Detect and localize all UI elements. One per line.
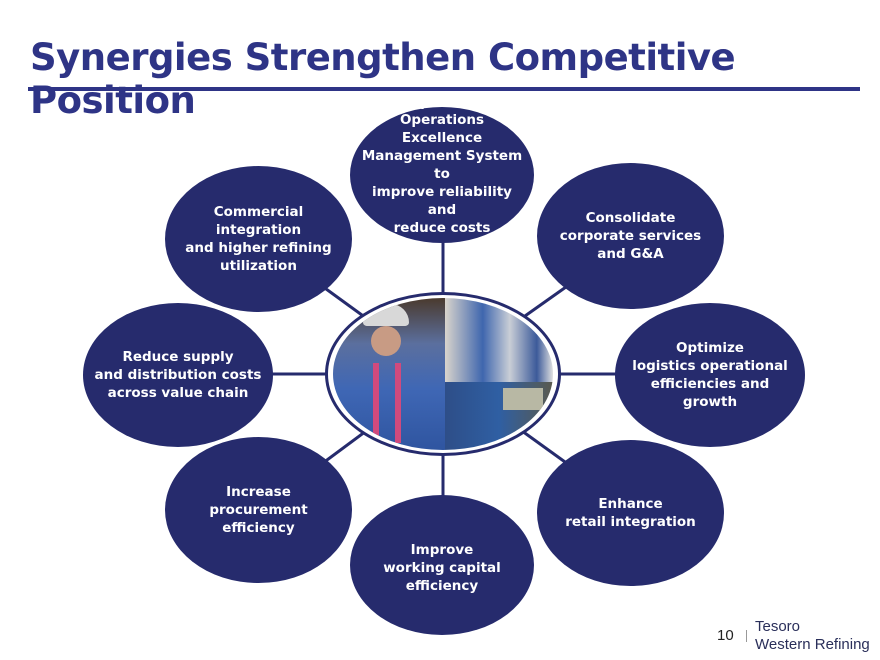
page-number: 10 — [717, 627, 734, 644]
company-name-line2: Western Refining — [755, 636, 870, 653]
footer-divider — [746, 630, 747, 642]
node-retail-integration: Enhance retail integration — [537, 440, 724, 586]
company-name: Tesoro Western Refining — [755, 618, 870, 654]
node-operations-excellence: Implement Operations Excellence Manageme… — [350, 94, 534, 243]
page-title: Synergies Strengthen Competitive Positio… — [30, 36, 736, 122]
node-procurement-efficiency: Increase procurement efficiency — [165, 437, 352, 583]
node-reduce-supply-costs: Reduce supply and distribution costs acr… — [83, 303, 273, 447]
node-consolidate-services: Consolidate corporate services and G&A — [537, 163, 724, 309]
title-underline — [28, 87, 860, 91]
node-commercial-integration: Commercial integration and higher refini… — [165, 166, 352, 312]
company-name-line1: Tesoro — [755, 618, 801, 635]
node-optimize-logistics: Optimize logistics operational efficienc… — [615, 303, 805, 447]
node-working-capital: Improve working capital efficiency — [350, 495, 534, 635]
employees-photo-collage — [333, 298, 553, 450]
